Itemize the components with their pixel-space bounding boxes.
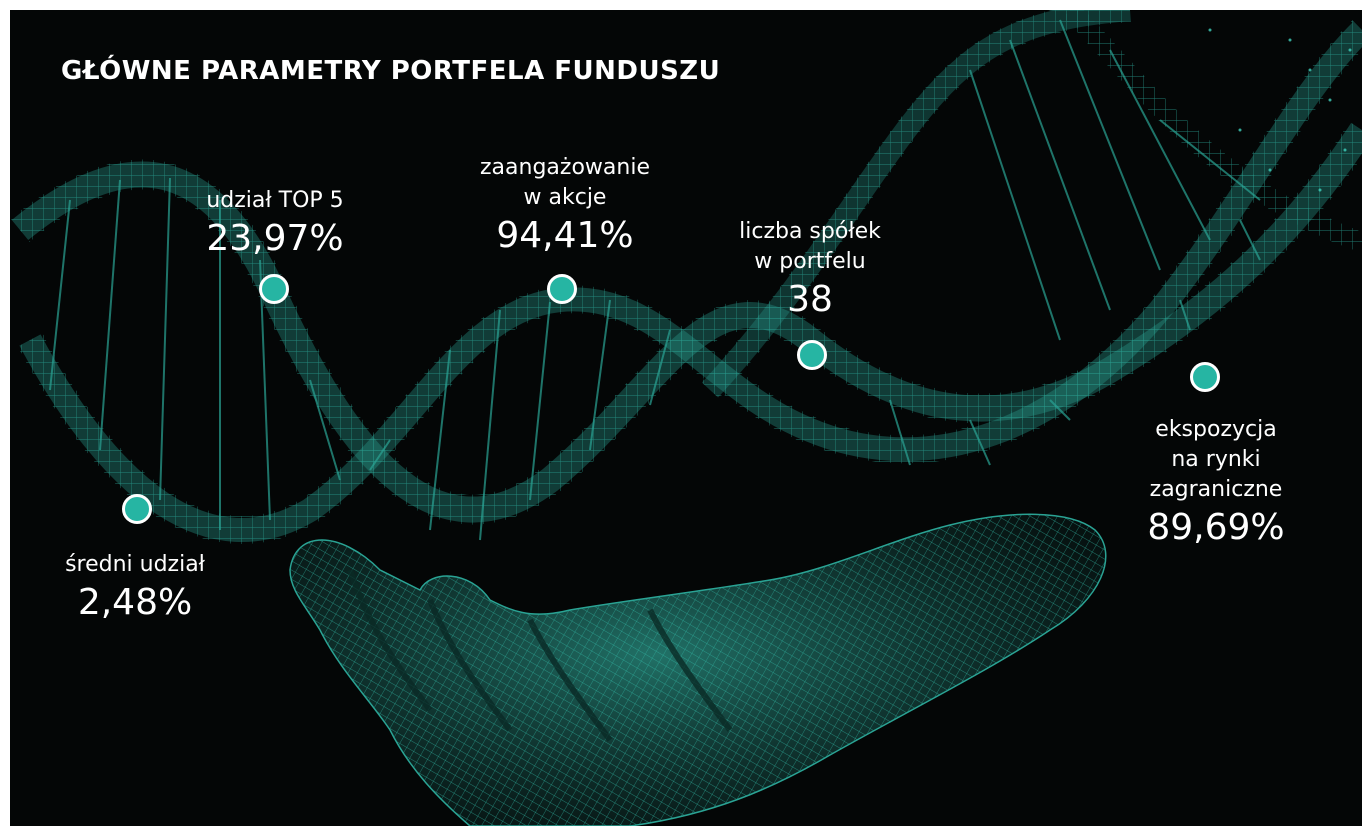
stat-label-line-1: zaangażowanie [480,155,650,180]
stat-marker-dot [797,340,827,370]
stat-foreign-exposure: ekspozycja na rynki zagraniczne 89,69% [1116,415,1316,549]
dna-helix-icon [10,10,1362,544]
page-title: GŁÓWNE PARAMETRY PORTFELA FUNDUSZU [61,56,721,86]
stat-value: 23,97% [206,218,344,259]
stat-marker-dot [259,274,289,304]
infographic-panel: GŁÓWNE PARAMETRY PORTFELA FUNDUSZU udzia… [10,10,1362,826]
stat-average-share: średni udział 2,48% [40,550,230,624]
stat-label-line-2: w portfelu [754,249,866,274]
stat-value: 2,48% [77,582,193,623]
stat-label: średni udział [65,552,205,577]
stat-label-line-2: w akcje [523,185,607,210]
stat-label-line-1: ekspozycja [1155,417,1277,442]
stat-top5-share: udział TOP 5 23,97% [180,186,370,260]
stat-marker-dot [547,274,577,304]
stat-marker-dot [1190,362,1220,392]
stat-equity-allocation: zaangażowanie w akcje 94,41% [455,153,675,257]
stat-label-line-2: na rynki [1171,447,1261,472]
stat-value: 94,41% [496,215,634,256]
stat-value: 38 [787,279,833,320]
stat-label-line-1: liczba spółek [739,219,881,244]
stat-value: 89,69% [1147,507,1285,548]
stat-marker-dot [122,494,152,524]
stat-label: udział TOP 5 [206,188,344,213]
stat-label-line-3: zagraniczne [1149,477,1283,502]
stat-company-count: liczba spółek w portfelu 38 [710,217,910,321]
open-hand-icon [289,513,1107,826]
dna-hand-illustration [10,10,1362,826]
